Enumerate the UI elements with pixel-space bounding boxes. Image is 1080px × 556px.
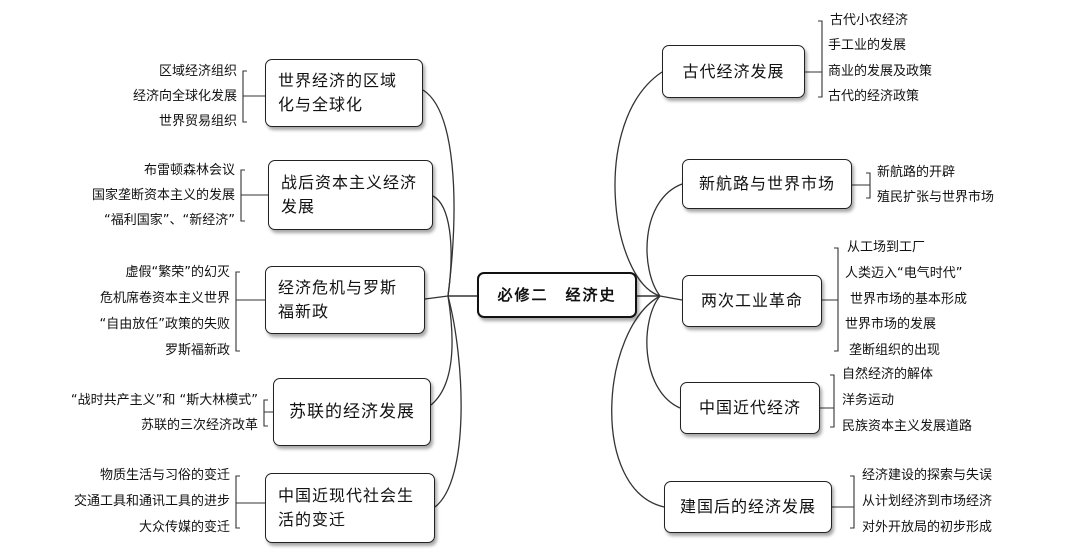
leaf-wto: 世界贸易组织: [158, 114, 237, 129]
leaf-small-peasant: 古代小农经济: [830, 13, 909, 28]
link-right-2: [659, 295, 683, 301]
link-left-1: [432, 195, 452, 297]
leaf-mass-media: 大众传媒的变迁: [138, 520, 230, 535]
leaf-false-prosperity: 虚假“繁荣”的幻灭: [125, 265, 230, 280]
link-right-0: [614, 71, 663, 297]
leaf-opening-up: 对外开放局的初步形成: [862, 520, 993, 535]
leaf-state-monopoly: 国家垄断资本主义的发展: [91, 188, 235, 203]
leaf-plan-to-market: 从计划经济到市场经济: [862, 494, 993, 509]
leaf-regional-economic-org: 区域经济组织: [158, 64, 237, 79]
leaf-new-route: 新航路的开辟: [877, 165, 956, 180]
bracket-left-3: [263, 399, 273, 427]
link-left-2: [424, 295, 449, 300]
leaf-workshop-factory: 从工场到工厂: [847, 240, 926, 255]
link-left-3: [430, 295, 453, 406]
topic-soviet-economy: 苏联的经济发展: [273, 378, 431, 446]
leaf-natural-economy: 自然经济的解体: [842, 367, 934, 382]
leaf-world-market-development: 世界市场的发展: [845, 317, 937, 332]
topic-industrial-revolutions: 两次工业革命: [682, 275, 822, 327]
topic-ancient-economy: 古代经济发展: [662, 45, 805, 98]
leaf-bretton-woods: 布雷顿森林会议: [143, 163, 235, 178]
bracket-left-0: [242, 70, 265, 123]
bracket-right-2: [822, 247, 839, 352]
leaf-westernization: 洋务运动: [842, 393, 895, 408]
topic-new-routes-world-market: 新航路与世界市场: [682, 159, 852, 209]
leaf-material-life: 物质生活与习俗的变迁: [99, 468, 230, 483]
link-right-4: [611, 295, 665, 508]
leaf-commerce-policy: 商业的发展及政策: [828, 64, 933, 79]
bracket-left-4: [235, 475, 265, 529]
bracket-right-4: [832, 475, 855, 529]
leaf-crisis-sweeps: 危机席卷资本主义世界: [99, 291, 230, 306]
leaf-ancient-policy: 古代的经济政策: [828, 89, 920, 104]
link-right-1: [646, 183, 683, 297]
bracket-right-0: [805, 20, 823, 98]
leaf-transport-communication: 交通工具和通讯工具的进步: [73, 494, 230, 509]
bracket-left-2: [235, 271, 265, 352]
leaf-soviet-reforms: 苏联的三次经济改革: [140, 418, 258, 433]
leaf-national-capitalism: 民族资本主义发展道路: [842, 419, 973, 434]
link-right-3: [646, 295, 681, 409]
bracket-right-1: [852, 172, 871, 199]
leaf-new-deal: 罗斯福新政: [164, 343, 230, 358]
center-topic: 必修二 经济史: [477, 272, 637, 318]
topic-postwar-capitalism: 战后资本主义经济发展: [268, 160, 433, 230]
leaf-welfare-state: “福利国家”、“新经济”: [104, 213, 235, 228]
leaf-handicraft: 手工业的发展: [828, 38, 907, 53]
topic-world-economy-globalization: 世界经济的区域化与全球化: [265, 59, 423, 127]
leaf-world-market-formed: 世界市场的基本形成: [850, 292, 968, 307]
leaf-war-communism: “战时共产主义”和 “斯大林模式”: [70, 393, 258, 408]
topic-economic-crisis-new-deal: 经济危机与罗斯福新政: [265, 266, 425, 334]
leaf-colonial-expansion: 殖民扩张与世界市场: [877, 190, 995, 205]
topic-china-modern-economy: 中国近代经济: [680, 382, 820, 434]
leaf-economic-globalization: 经济向全球化发展: [132, 89, 237, 104]
bracket-right-3: [820, 374, 835, 428]
leaf-electric-age: 人类迈入“电气时代”: [845, 266, 963, 281]
link-left-4: [434, 295, 462, 508]
leaf-monopoly-org: 垄断组织的出现: [849, 343, 941, 358]
topic-prc-economy: 建国后的经济发展: [664, 481, 832, 533]
leaf-laissez-faire: “自由放任”政策的失败: [99, 317, 230, 332]
leaf-construction-exploration: 经济建设的探索与失误: [862, 468, 993, 483]
topic-china-social-life: 中国近现代社会生活的变迁: [265, 473, 435, 543]
bracket-left-1: [240, 169, 268, 222]
